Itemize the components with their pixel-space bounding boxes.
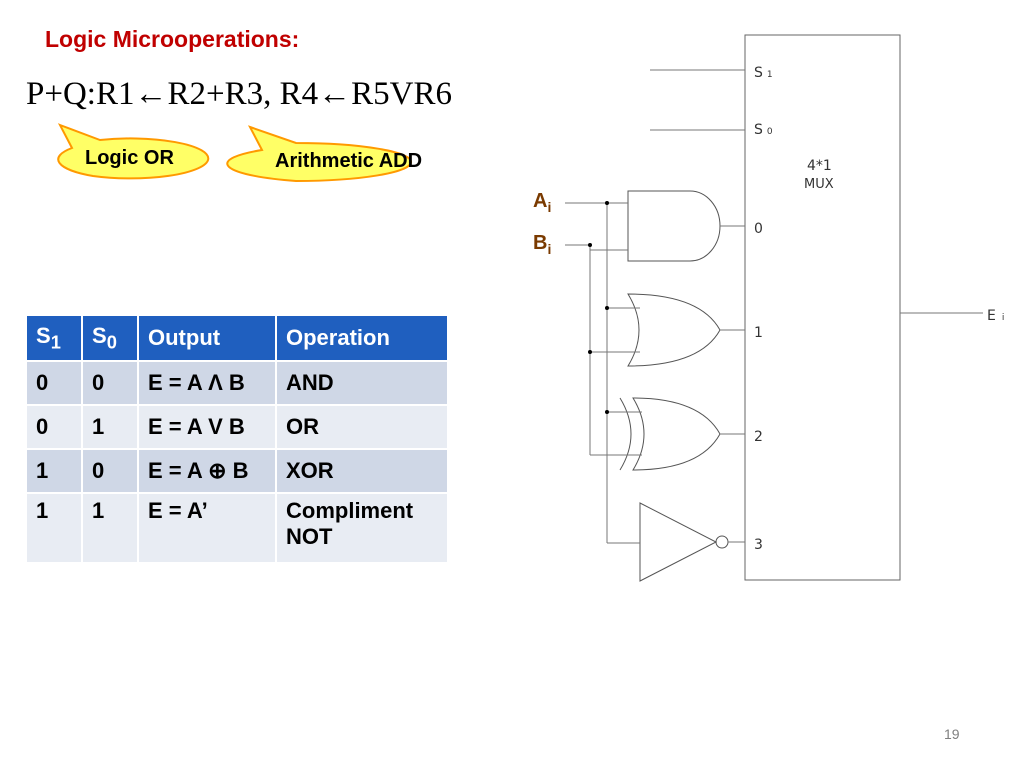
- table-row: 0 0 E = A Λ B AND: [27, 360, 449, 405]
- mux-name-label: MUX: [804, 177, 834, 192]
- mux-box: [744, 34, 901, 581]
- input-b-label: Bi: [533, 232, 552, 257]
- operation-table: S1 S0 Output Operation 0 0 E = A Λ B AND…: [27, 316, 449, 562]
- junction-dot: [605, 306, 609, 310]
- header-s1: S1: [27, 316, 83, 361]
- junction-dot: [588, 243, 592, 247]
- and-gate: [627, 190, 721, 262]
- cell-s1: 1: [27, 492, 83, 562]
- cell-output: E = A’: [138, 492, 277, 562]
- header-output: Output: [138, 316, 277, 361]
- junction-dot: [605, 410, 609, 414]
- mux-input-1-label: 1: [754, 325, 763, 341]
- cell-s0: 0: [82, 360, 139, 405]
- not-gate: [639, 502, 718, 582]
- xor-gate: [632, 397, 721, 471]
- cell-s0: 0: [82, 448, 139, 493]
- arithmetic-add-callout-shape: [226, 125, 412, 183]
- or-gate: [627, 293, 721, 367]
- table-row: 0 1 E = A V B OR: [27, 404, 449, 449]
- header-s0: S0: [82, 316, 139, 361]
- cell-operation: OR: [276, 404, 449, 449]
- cell-s1: 0: [27, 404, 83, 449]
- cell-s1: 0: [27, 360, 83, 405]
- mux-size-label: 4*1: [807, 158, 832, 174]
- table-header-row: S1 S0 Output Operation: [27, 316, 449, 361]
- cell-output: E = A Λ B: [138, 360, 277, 405]
- mux-input-3-label: 3: [754, 537, 763, 553]
- cell-output: E = A ⊕ B: [138, 448, 277, 493]
- page-number: 19: [944, 726, 960, 742]
- cell-s1: 1: [27, 448, 83, 493]
- header-operation: Operation: [276, 316, 449, 361]
- microoperation-equation: P+Q:R1←R2+R3, R4←R5VR6: [26, 76, 452, 112]
- cell-operation: AND: [276, 360, 449, 405]
- mux-input-0-label: 0: [754, 221, 763, 237]
- input-a-label: Ai: [533, 190, 552, 215]
- cell-operation: XOR: [276, 448, 449, 493]
- junction-dot: [605, 201, 609, 205]
- cell-output: E = A V B: [138, 404, 277, 449]
- logic-or-callout-shape: [57, 123, 210, 180]
- slide-title: Logic Microoperations:: [45, 26, 300, 52]
- not-gate-bubble: [715, 535, 729, 549]
- junction-dot: [588, 350, 592, 354]
- cell-s0: 1: [82, 492, 139, 562]
- table-row: 1 0 E = A ⊕ B XOR: [27, 448, 449, 493]
- arithmetic-add-callout: Arithmetic ADD: [275, 150, 423, 172]
- logic-or-callout: Logic OR: [85, 147, 174, 169]
- mux-input-2-label: 2: [754, 429, 763, 445]
- cell-s0: 1: [82, 404, 139, 449]
